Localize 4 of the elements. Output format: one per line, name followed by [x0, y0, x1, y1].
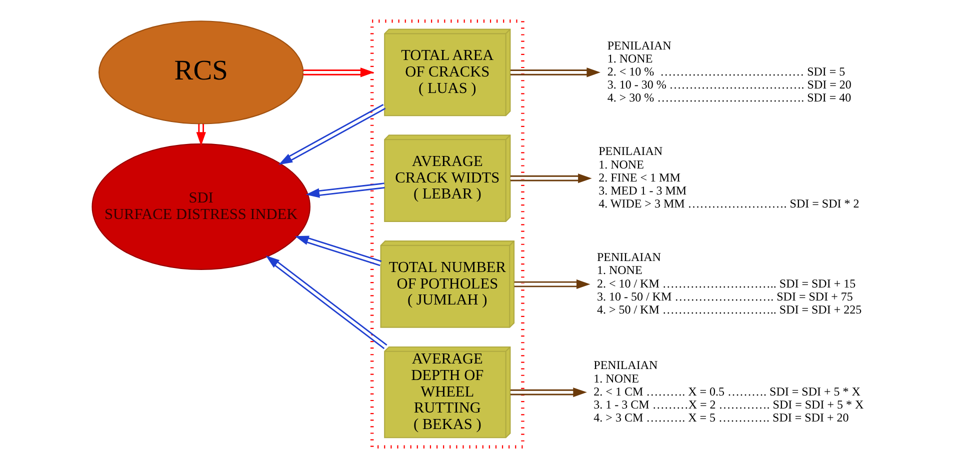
node-text: PENILAIAN 1. NONE 2. < 10 % ……………………………… SDI = 5 3. 10 - 30 % ……………………………. SDI = 20 4. > 30 % ………………………………. SDI = 40: [607, 38, 852, 105]
node-text: PENILAIAN 1. NONE 2. < 10 / KM ……………………….. SDI = SDI + 15 3. 10 - 50 / KM ……………………. SDI = SDI + 75 4. > 50 / KM ……………………….. SDI = SDI + 225: [596, 250, 862, 316]
node-text: PENILAIAN 1. NONE 2. < 1 CM ………. X = 0.5 ………. SDI = SDI + 5 * X 3. 1 - 3 CM ………X = 2 …………. SDI = SDI + 5 * X 4. > 3 CM ………. X = 5 …………. SDI = SDI + 20: [594, 358, 864, 425]
node-text: PENILAIAN 1. NONE 2. FINE < 1 MM 3. MED 1 - 3 MM 4. WIDE > 3 MM ……………………. SDI = SDI * 2: [598, 144, 860, 211]
